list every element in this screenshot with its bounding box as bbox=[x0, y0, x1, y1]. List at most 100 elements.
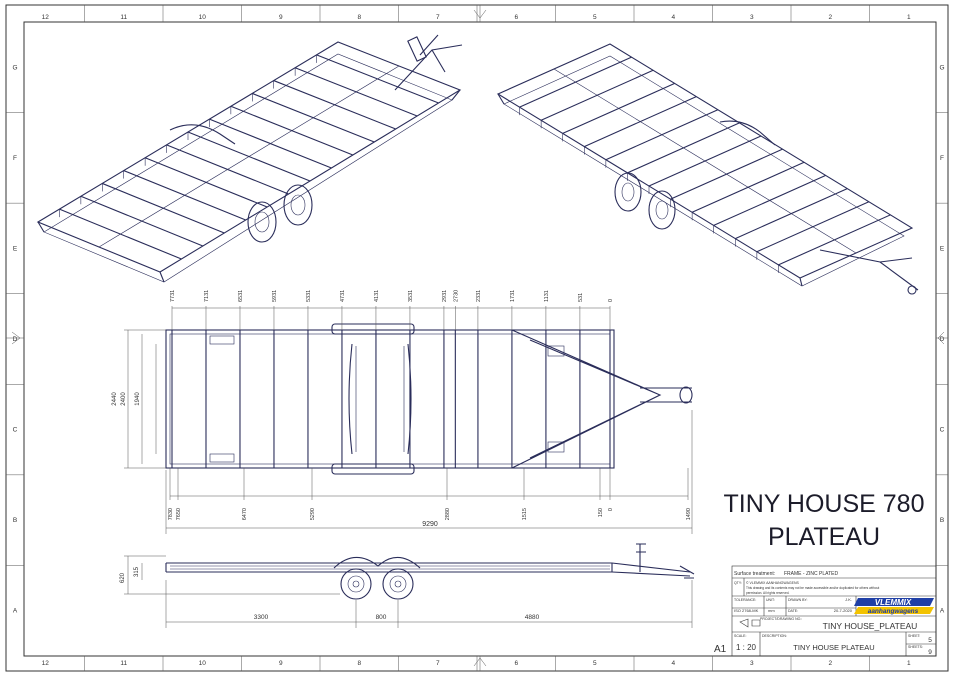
bottom-dimension: 5290 bbox=[310, 508, 316, 520]
top-dimension: 7131 bbox=[204, 290, 210, 302]
row-marker: D bbox=[940, 336, 945, 343]
bottom-dimension: 150 bbox=[598, 508, 604, 517]
column-marker: 1 bbox=[907, 14, 911, 21]
iso-standard: ISO 2768-MK bbox=[734, 608, 759, 613]
top-dimension: 0 bbox=[608, 299, 614, 302]
row-marker: F bbox=[13, 155, 17, 162]
copyright-line3: permission. All rights reserved. bbox=[746, 591, 790, 595]
drawn-label: DRAWN BY: bbox=[788, 598, 808, 602]
mudguard-top bbox=[331, 323, 415, 335]
row-marker: B bbox=[940, 517, 944, 524]
drawing-title-line1: TINY HOUSE 780 bbox=[723, 490, 924, 518]
top-dimension: 2331 bbox=[476, 290, 482, 302]
top-dimension: 2931 bbox=[442, 290, 448, 302]
column-marker: 7 bbox=[436, 14, 440, 21]
side-mudguard bbox=[333, 556, 421, 569]
drawing-title-line2: PLATEAU bbox=[768, 523, 880, 551]
top-dimension: 4731 bbox=[340, 290, 346, 302]
side-view bbox=[165, 543, 695, 600]
column-marker: 2 bbox=[828, 660, 832, 667]
description-value: TINY HOUSE PLATEAU bbox=[793, 643, 874, 652]
brand-name: VLEMMIX bbox=[875, 598, 912, 607]
brand-stripe bbox=[854, 607, 934, 614]
column-marker: 1 bbox=[907, 660, 911, 667]
top-dimension: 4131 bbox=[374, 290, 380, 302]
overall-length-dimension bbox=[165, 410, 693, 534]
side-wheel-front bbox=[340, 568, 372, 600]
sheets-value: 9 bbox=[928, 649, 932, 656]
unit-value: mm bbox=[768, 608, 775, 613]
dim-1940: 1940 bbox=[135, 392, 141, 406]
row-marker: F bbox=[940, 155, 944, 162]
scale-value: 1 : 20 bbox=[736, 643, 757, 652]
top-dimension: 531 bbox=[578, 293, 584, 302]
bottom-dimension: 7650 bbox=[176, 508, 182, 520]
column-marker: 9 bbox=[279, 14, 283, 21]
column-marker: 4 bbox=[671, 14, 675, 21]
column-marker: 11 bbox=[120, 660, 127, 667]
row-marker: C bbox=[13, 427, 18, 434]
date-value: 20-7-2020 bbox=[834, 608, 853, 613]
bottom-dimension: 2880 bbox=[445, 508, 451, 520]
column-marker: 4 bbox=[671, 660, 675, 667]
column-marker: 7 bbox=[436, 660, 440, 667]
centering-marks bbox=[6, 5, 948, 671]
brand-subtitle: aanhangwagens bbox=[868, 608, 919, 615]
side-wheel-rear bbox=[382, 568, 414, 600]
row-marker: G bbox=[939, 64, 944, 71]
row-marker: C bbox=[940, 427, 945, 434]
project-value: TINY HOUSE_PLATEAU bbox=[823, 621, 918, 631]
surface-label: Surface treatment: bbox=[734, 571, 775, 577]
sheets-label: SHEETS: bbox=[908, 645, 923, 649]
unit-label: UNIT: bbox=[766, 598, 775, 602]
dim-315: 315 bbox=[134, 566, 140, 577]
bottom-dimension: 7830 bbox=[168, 508, 174, 520]
dim-overall: 9290 bbox=[422, 521, 438, 528]
sheet-label: SHEET: bbox=[908, 634, 921, 638]
side-dimensions bbox=[124, 555, 693, 628]
column-marker: 5 bbox=[593, 14, 597, 21]
top-dimension: 5931 bbox=[272, 290, 278, 302]
top-dimension: 3531 bbox=[408, 290, 414, 302]
dim-620: 620 bbox=[120, 572, 126, 583]
column-marker: 2 bbox=[828, 14, 832, 21]
scale-label: SCALE: bbox=[734, 634, 746, 638]
brand-banner bbox=[854, 598, 934, 606]
column-marker: 3 bbox=[750, 14, 754, 21]
column-marker: 3 bbox=[750, 660, 754, 667]
plan-outer-frame bbox=[165, 329, 615, 469]
row-marker: E bbox=[940, 245, 945, 252]
title-block bbox=[731, 565, 937, 657]
top-dimension: 5331 bbox=[306, 290, 312, 302]
copyright-line1: © VLEMMIX AANHANGWAGENS bbox=[746, 581, 799, 585]
row-marker: E bbox=[13, 245, 18, 252]
tolerance-label: TOLERANCE: bbox=[734, 598, 756, 602]
top-dimension: 2730 bbox=[453, 290, 459, 302]
projection-symbol bbox=[739, 618, 761, 628]
column-marker: 9 bbox=[279, 660, 283, 667]
qty-label: QTY: bbox=[734, 581, 742, 585]
column-marker: 5 bbox=[593, 660, 597, 667]
top-dimension: 6531 bbox=[238, 290, 244, 302]
column-marker: 6 bbox=[514, 14, 518, 21]
column-marker: 8 bbox=[357, 660, 361, 667]
bottom-dimension: 1515 bbox=[522, 508, 528, 520]
plan-view bbox=[165, 323, 693, 475]
drawn-value: J.K. bbox=[845, 597, 852, 602]
surface-value: FRAME - ZINC PLATED bbox=[784, 571, 838, 577]
dim-2440: 2440 bbox=[112, 392, 118, 406]
dim-2400: 2400 bbox=[121, 392, 127, 406]
date-label: DATE: bbox=[788, 609, 798, 613]
column-marker: 10 bbox=[199, 14, 207, 21]
mudguard-bottom bbox=[331, 463, 415, 475]
column-marker: 6 bbox=[514, 660, 518, 667]
column-marker: 11 bbox=[120, 14, 127, 21]
bottom-dimension: 6470 bbox=[242, 508, 248, 520]
